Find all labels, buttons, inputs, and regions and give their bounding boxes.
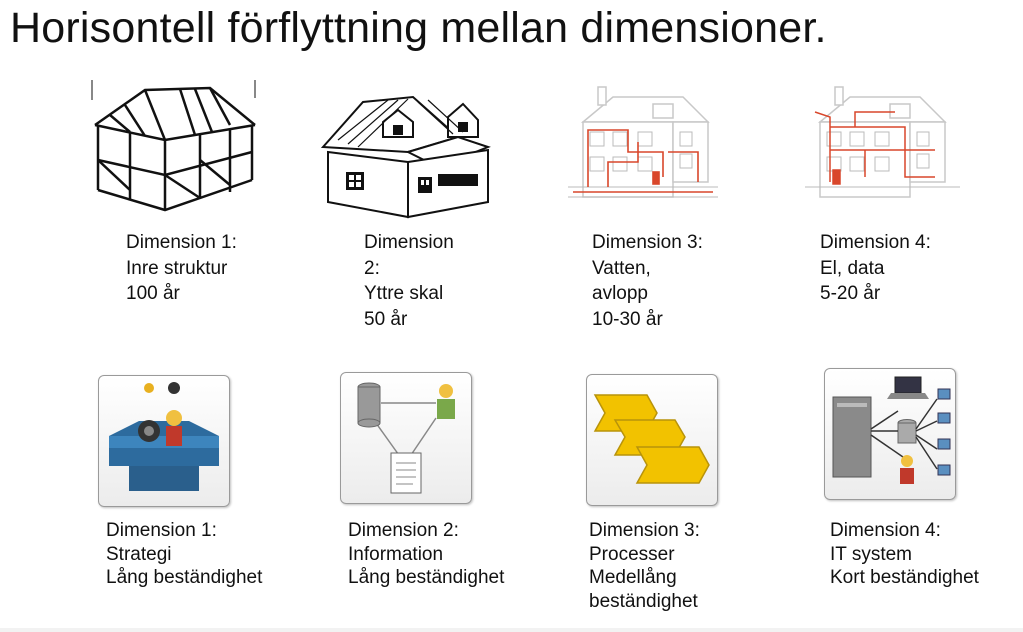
processes-icon — [586, 374, 718, 506]
information-icon — [340, 372, 472, 504]
strategy-icon — [98, 375, 230, 507]
house-caption-3: Dimension 3: Vatten, avlopp 10-30 år — [592, 232, 703, 330]
house-caption-1: Dimension 1: Inre struktur 100 år — [126, 232, 237, 304]
house-plumbing-icon — [568, 82, 718, 207]
house-shell-icon — [318, 92, 503, 222]
system-caption-3: Dimension 3: Processer Medellång beständ… — [589, 520, 700, 612]
house-caption-2: Dimension 2: Yttre skal 50 år — [364, 232, 454, 330]
system-caption-4: Dimension 4: IT system Kort beständighet — [830, 520, 979, 588]
system-caption-2: Dimension 2: Information Lång beständigh… — [348, 520, 505, 588]
house-frame-icon — [90, 80, 260, 220]
house-caption-4: Dimension 4: El, data 5-20 år — [820, 232, 931, 304]
system-caption-1: Dimension 1: Strategi Lång beständighet — [106, 520, 263, 588]
footer-divider — [0, 628, 1023, 632]
it-system-icon — [824, 368, 956, 500]
page-title: Horisontell förflyttning mellan dimensio… — [10, 4, 827, 52]
house-electrical-icon — [805, 82, 960, 207]
